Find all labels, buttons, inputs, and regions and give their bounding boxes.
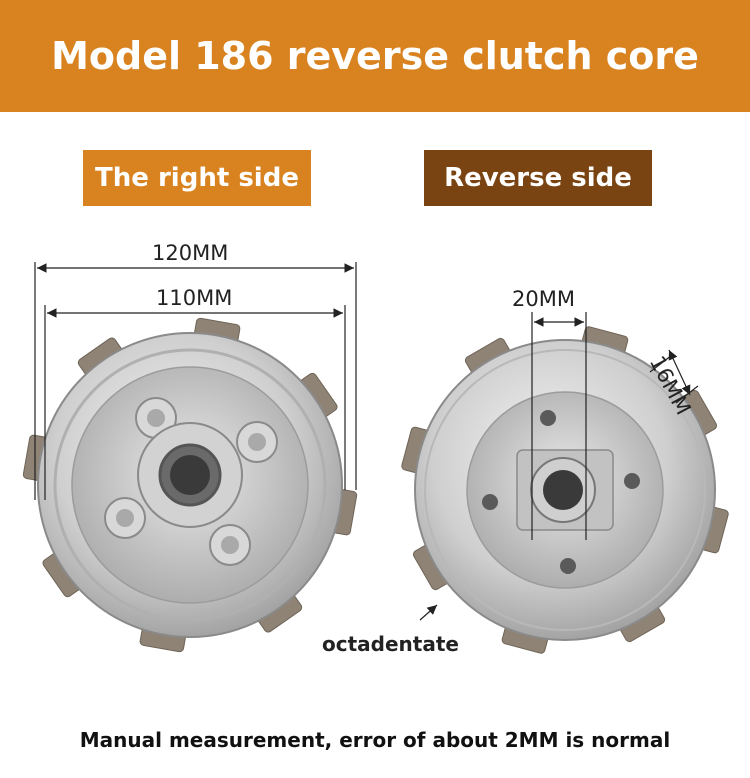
page-title: Model 186 reverse clutch core — [51, 34, 699, 78]
octadentate-label: octadentate — [322, 632, 459, 656]
spline-bore-label: 20MM — [512, 287, 575, 311]
screws-reverse — [482, 410, 640, 574]
right-side-tag: The right side — [83, 150, 311, 206]
clutch-reverse-side — [401, 326, 729, 654]
outer-diameter-label: 120MM — [152, 241, 229, 265]
title-banner: Model 186 reverse clutch core — [0, 0, 750, 112]
reverse-side-tag: Reverse side — [424, 150, 652, 206]
bolt-bosses-left — [104, 397, 278, 566]
inner-diameter-label: 110MM — [156, 286, 233, 310]
dimension-lines — [34, 262, 699, 621]
clutch-right-side — [22, 317, 358, 653]
measurement-note: Manual measurement, error of about 2MM i… — [79, 728, 671, 752]
